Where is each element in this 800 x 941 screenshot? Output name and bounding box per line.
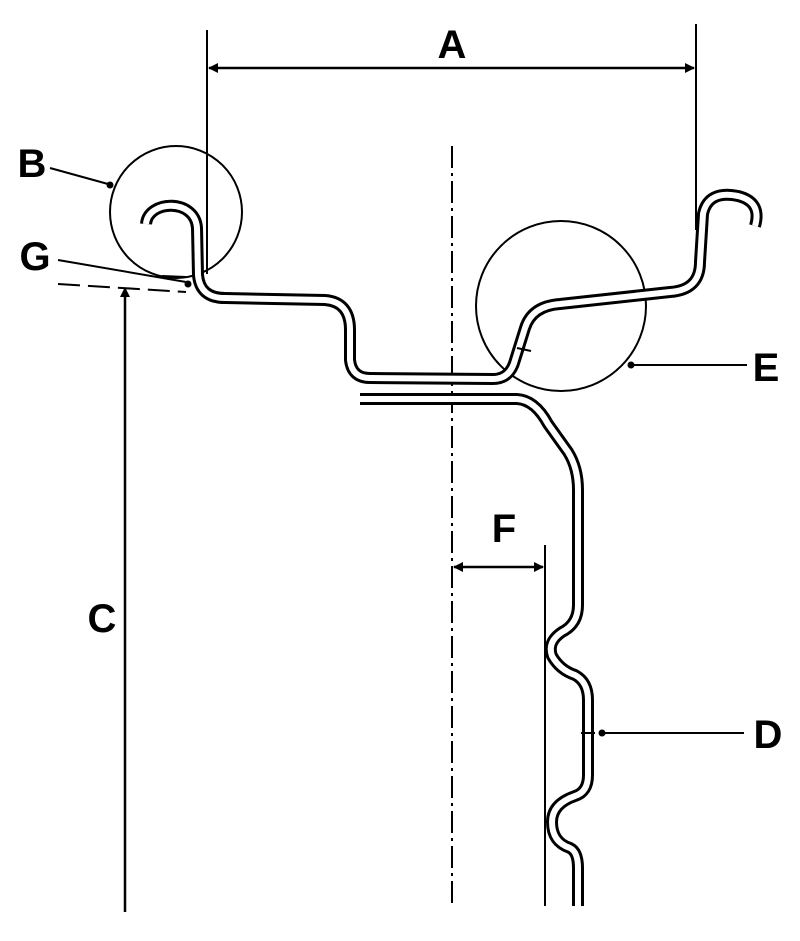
label-d: D xyxy=(754,713,783,757)
label-b: B xyxy=(18,142,47,186)
leader-g-dot xyxy=(184,280,192,288)
rim-profile xyxy=(140,188,763,385)
label-c: C xyxy=(88,597,117,641)
leader-e-dot xyxy=(627,361,635,369)
label-g: G xyxy=(19,235,50,279)
leader-g xyxy=(57,259,187,283)
detail-circle-b xyxy=(109,145,243,279)
g-reference-line xyxy=(57,283,187,293)
disc-profile xyxy=(360,393,594,906)
leader-b-dot xyxy=(106,181,114,189)
leader-d-dot xyxy=(598,729,606,737)
label-a: A xyxy=(438,23,467,67)
leader-b xyxy=(49,167,109,185)
label-f: F xyxy=(492,507,516,551)
rim-tick xyxy=(516,347,532,352)
label-e: E xyxy=(753,346,780,390)
detail-circle-e xyxy=(475,220,647,392)
g-dash-small xyxy=(161,275,187,278)
